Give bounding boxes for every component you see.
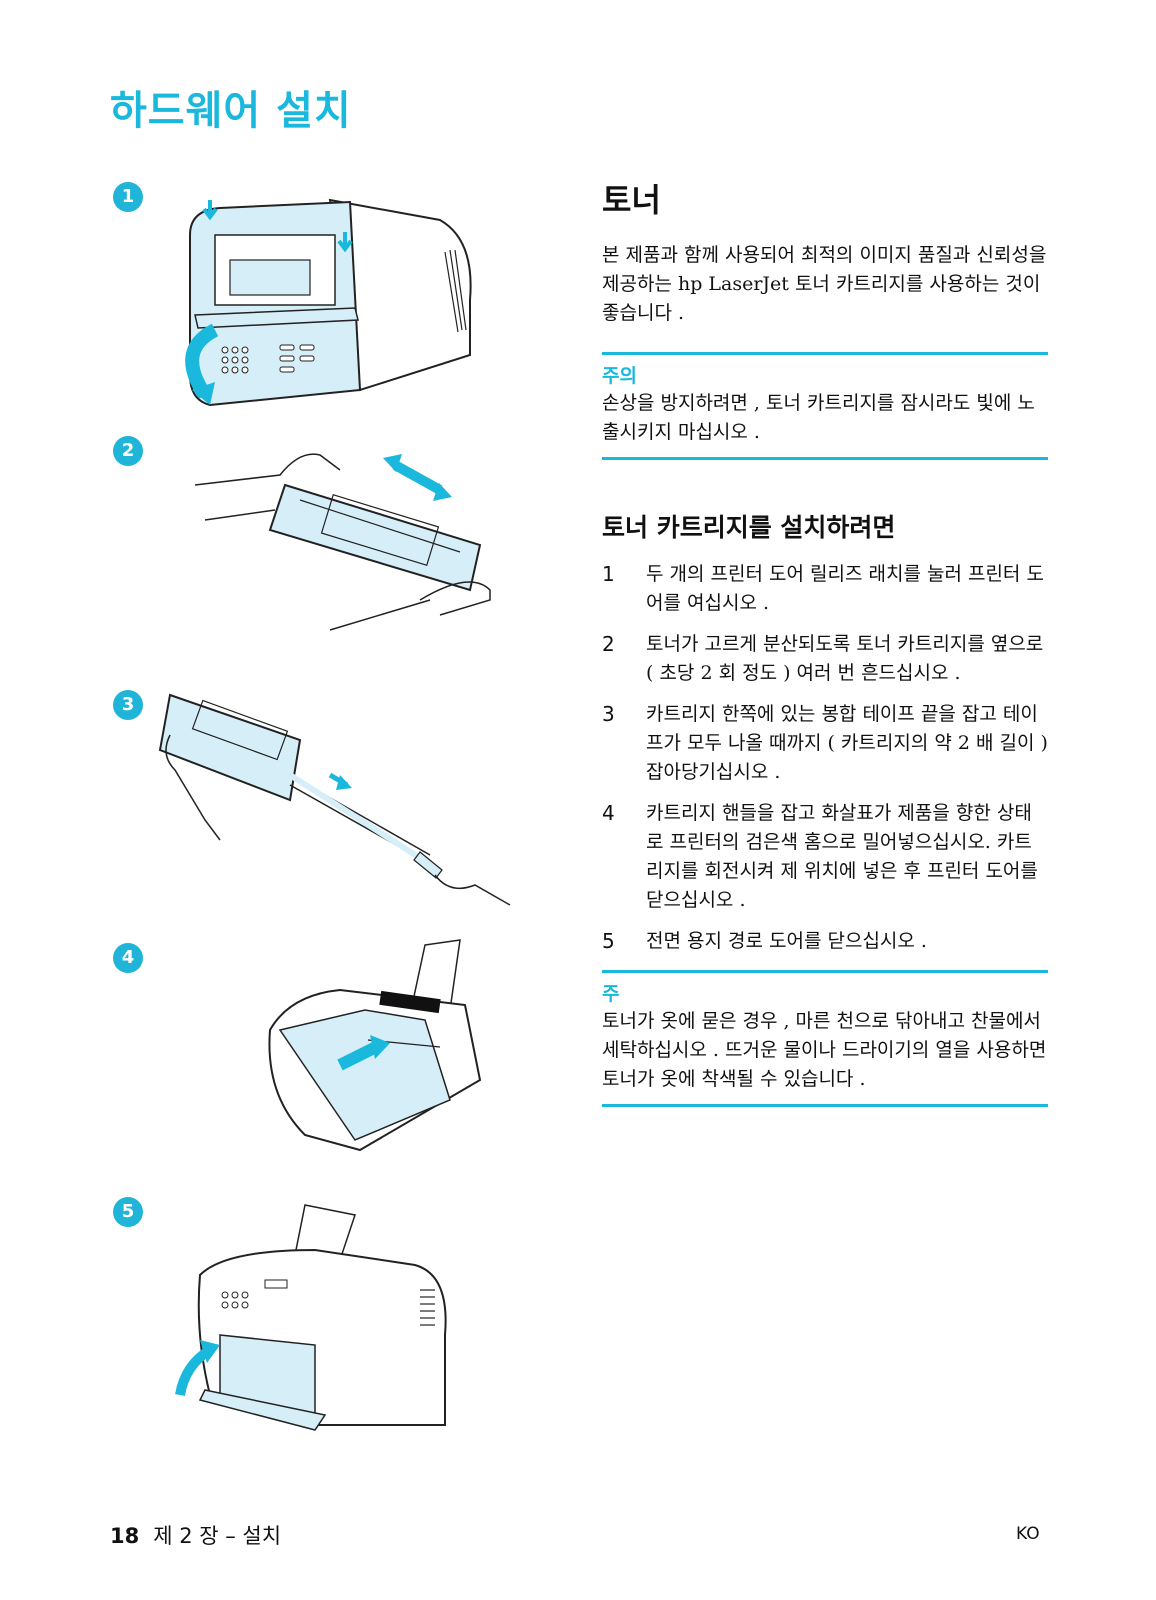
install-steps: 1 두 개의 프린터 도어 릴리즈 래치를 눌러 프린터 도어를 여십시오 . 2… (602, 560, 1048, 956)
page-number: 18 (110, 1524, 140, 1548)
install-step: 3 카트리지 한쪽에 있는 봉합 테이프 끝을 잡고 테이프가 모두 나올 때까지… (602, 700, 1048, 787)
step-text: 토너가 고르게 분산되도록 토너 카트리지를 옆으로 ( 초당 2 회 정도 )… (646, 633, 1044, 684)
step-badge-2: 2 (113, 436, 143, 466)
insert-cartridge-illustration (268, 939, 482, 1152)
step-badge-1: 1 (113, 182, 143, 212)
close-front-door-illustration (175, 1204, 447, 1431)
page-title: 하드웨어 설치 (110, 88, 352, 134)
caution-text: 손상을 방지하려면 , 토너 카트리지를 잠시라도 빛에 노출시키지 마십시오 … (602, 392, 1035, 443)
step-number: 4 (602, 801, 615, 825)
step-number: 3 (602, 702, 615, 726)
install-heading: 토너 카트리지를 설치하려면 (602, 513, 896, 542)
language-code: KO (1016, 1524, 1040, 1544)
caution-label: 주의 (602, 365, 637, 387)
step-text: 전면 용지 경로 도어를 닫으십시오 . (646, 930, 927, 952)
note-box: 주 토너가 옷에 묻은 경우 , 마른 천으로 닦아내고 찬물에서 세탁하십시오… (602, 970, 1048, 1107)
install-step: 2 토너가 고르게 분산되도록 토너 카트리지를 옆으로 ( 초당 2 회 정도 … (602, 630, 1048, 688)
step-number: 5 (602, 929, 615, 953)
step-number: 1 (602, 562, 615, 586)
content-column: 토너 본 제품과 함께 사용되어 최적의 이미지 품질과 신뢰성을 제공하는 h… (602, 175, 1048, 1107)
step-badge-3: 3 (113, 690, 143, 720)
step-badge-5: 5 (113, 1197, 143, 1227)
install-step: 1 두 개의 프린터 도어 릴리즈 래치를 눌러 프린터 도어를 여십시오 . (602, 560, 1048, 618)
toner-heading: 토너 (602, 181, 661, 219)
step-text: 카트리지 핸들을 잡고 화살표가 제품을 향한 상태로 프린터의 검은색 홈으로… (646, 802, 1038, 911)
note-label: 주 (602, 983, 620, 1005)
note-text: 토너가 옷에 묻은 경우 , 마른 천으로 닦아내고 찬물에서 세탁하십시오 .… (602, 1010, 1047, 1090)
toner-intro: 본 제품과 함께 사용되어 최적의 이미지 품질과 신뢰성을 제공하는 hp L… (602, 244, 1047, 324)
step-badge-4: 4 (113, 943, 143, 973)
shake-cartridge-illustration (194, 453, 491, 631)
printer-open-door-illustration (185, 198, 472, 407)
caution-box: 주의 손상을 방지하려면 , 토너 카트리지를 잠시라도 빛에 노출시키지 마십… (602, 352, 1048, 460)
step-text: 두 개의 프린터 도어 릴리즈 래치를 눌러 프린터 도어를 여십시오 . (646, 563, 1044, 614)
step-text: 카트리지 한쪽에 있는 봉합 테이프 끝을 잡고 테이프가 모두 나올 때까지 … (646, 703, 1048, 783)
footer-chapter: 18 제 2 장 – 설치 (110, 1520, 281, 1550)
install-step: 4 카트리지 핸들을 잡고 화살표가 제품을 향한 상태로 프린터의 검은색 홈으… (602, 799, 1048, 915)
pull-sealing-tape-illustration (158, 693, 511, 906)
chapter-label: 제 2 장 – 설치 (153, 1524, 282, 1548)
install-step: 5 전면 용지 경로 도어를 닫으십시오 . (602, 927, 1048, 956)
step-number: 2 (602, 632, 615, 656)
